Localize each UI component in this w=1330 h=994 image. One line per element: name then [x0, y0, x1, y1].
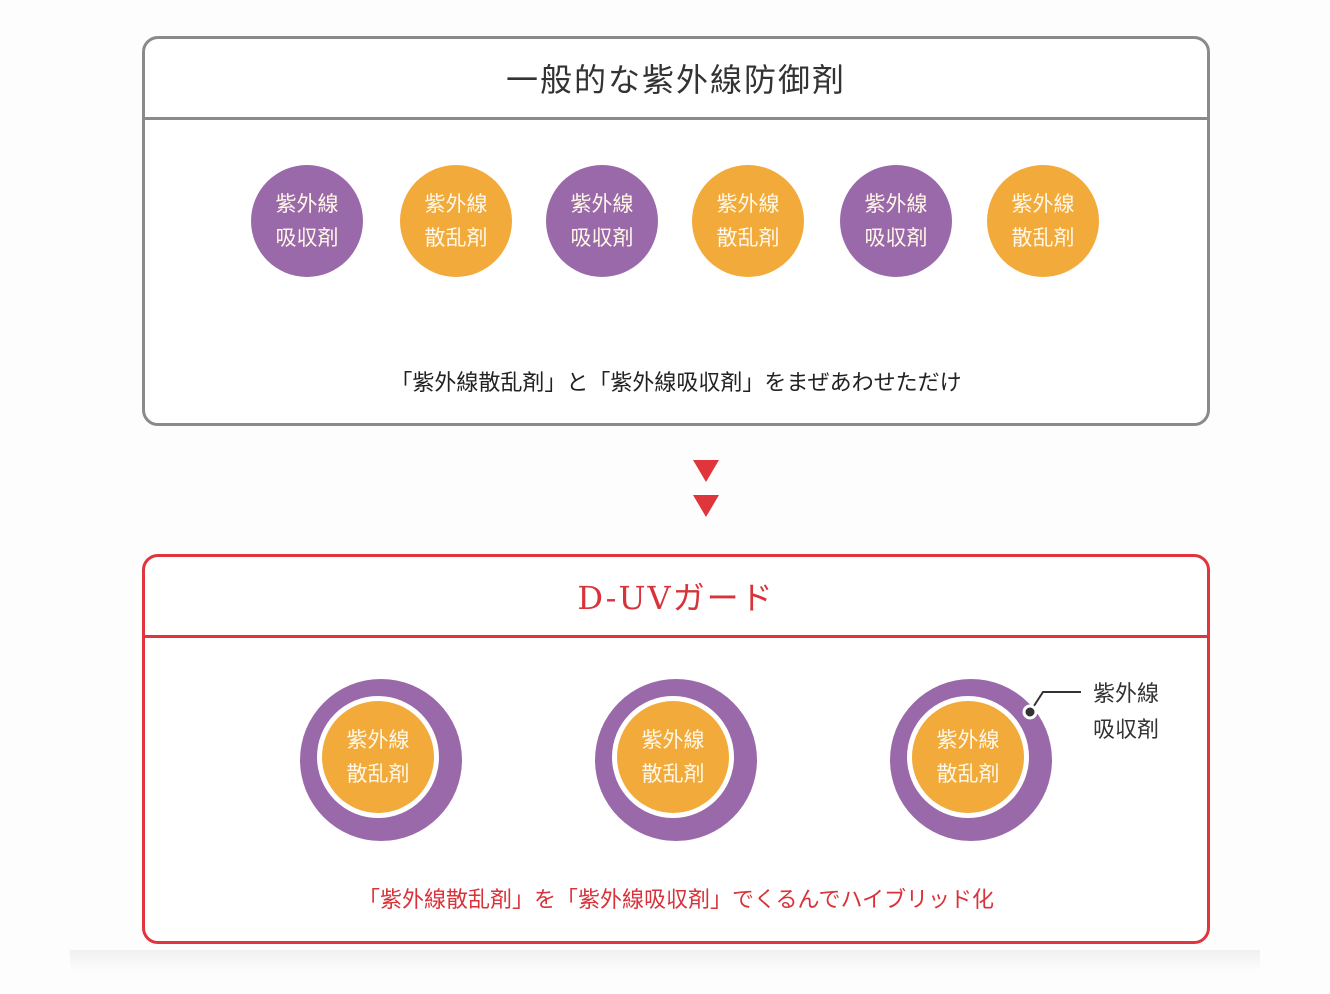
- scatterer-particle: 紫外線散乱剤: [692, 165, 804, 277]
- absorber-annotation: 紫外線吸収剤: [1093, 682, 1160, 743]
- hybrid-particle: 紫外線散乱剤: [890, 679, 1052, 841]
- hybrid-particle: 紫外線散乱剤: [300, 679, 462, 841]
- scatterer-particle: 紫外線散乱剤: [400, 165, 512, 277]
- general-panel-title: 一般的な紫外線防御剤: [145, 39, 1207, 120]
- general-caption: 「紫外線散乱剤」と「紫外線吸収剤」をまぜあわせただけ: [390, 371, 962, 396]
- duv-caption: 「紫外線散乱剤」を「紫外線吸収剤」でくるんでハイブリッド化: [357, 888, 995, 913]
- duv-guard-panel: D-UVガード 紫外線散乱剤 紫外線散乱剤 紫外線散乱剤 紫外線吸収剤 「紫外線…: [142, 554, 1210, 944]
- scatterer-particle: 紫外線散乱剤: [987, 165, 1099, 277]
- down-arrow-icon: [693, 460, 719, 482]
- general-uv-protection-panel: 一般的な紫外線防御剤 紫外線吸収剤 紫外線散乱剤 紫外線吸収剤 紫外線散乱剤 紫…: [142, 36, 1210, 426]
- annotation-leader-line: [1022, 691, 1081, 720]
- down-arrow-icon: [693, 495, 719, 517]
- absorber-particle: 紫外線吸収剤: [546, 165, 658, 277]
- absorber-particle: 紫外線吸収剤: [840, 165, 952, 277]
- duv-panel-title: D-UVガード: [145, 557, 1207, 638]
- absorber-particle: 紫外線吸収剤: [251, 165, 363, 277]
- bottom-shadow: [70, 950, 1260, 972]
- hybrid-particle: 紫外線散乱剤: [595, 679, 757, 841]
